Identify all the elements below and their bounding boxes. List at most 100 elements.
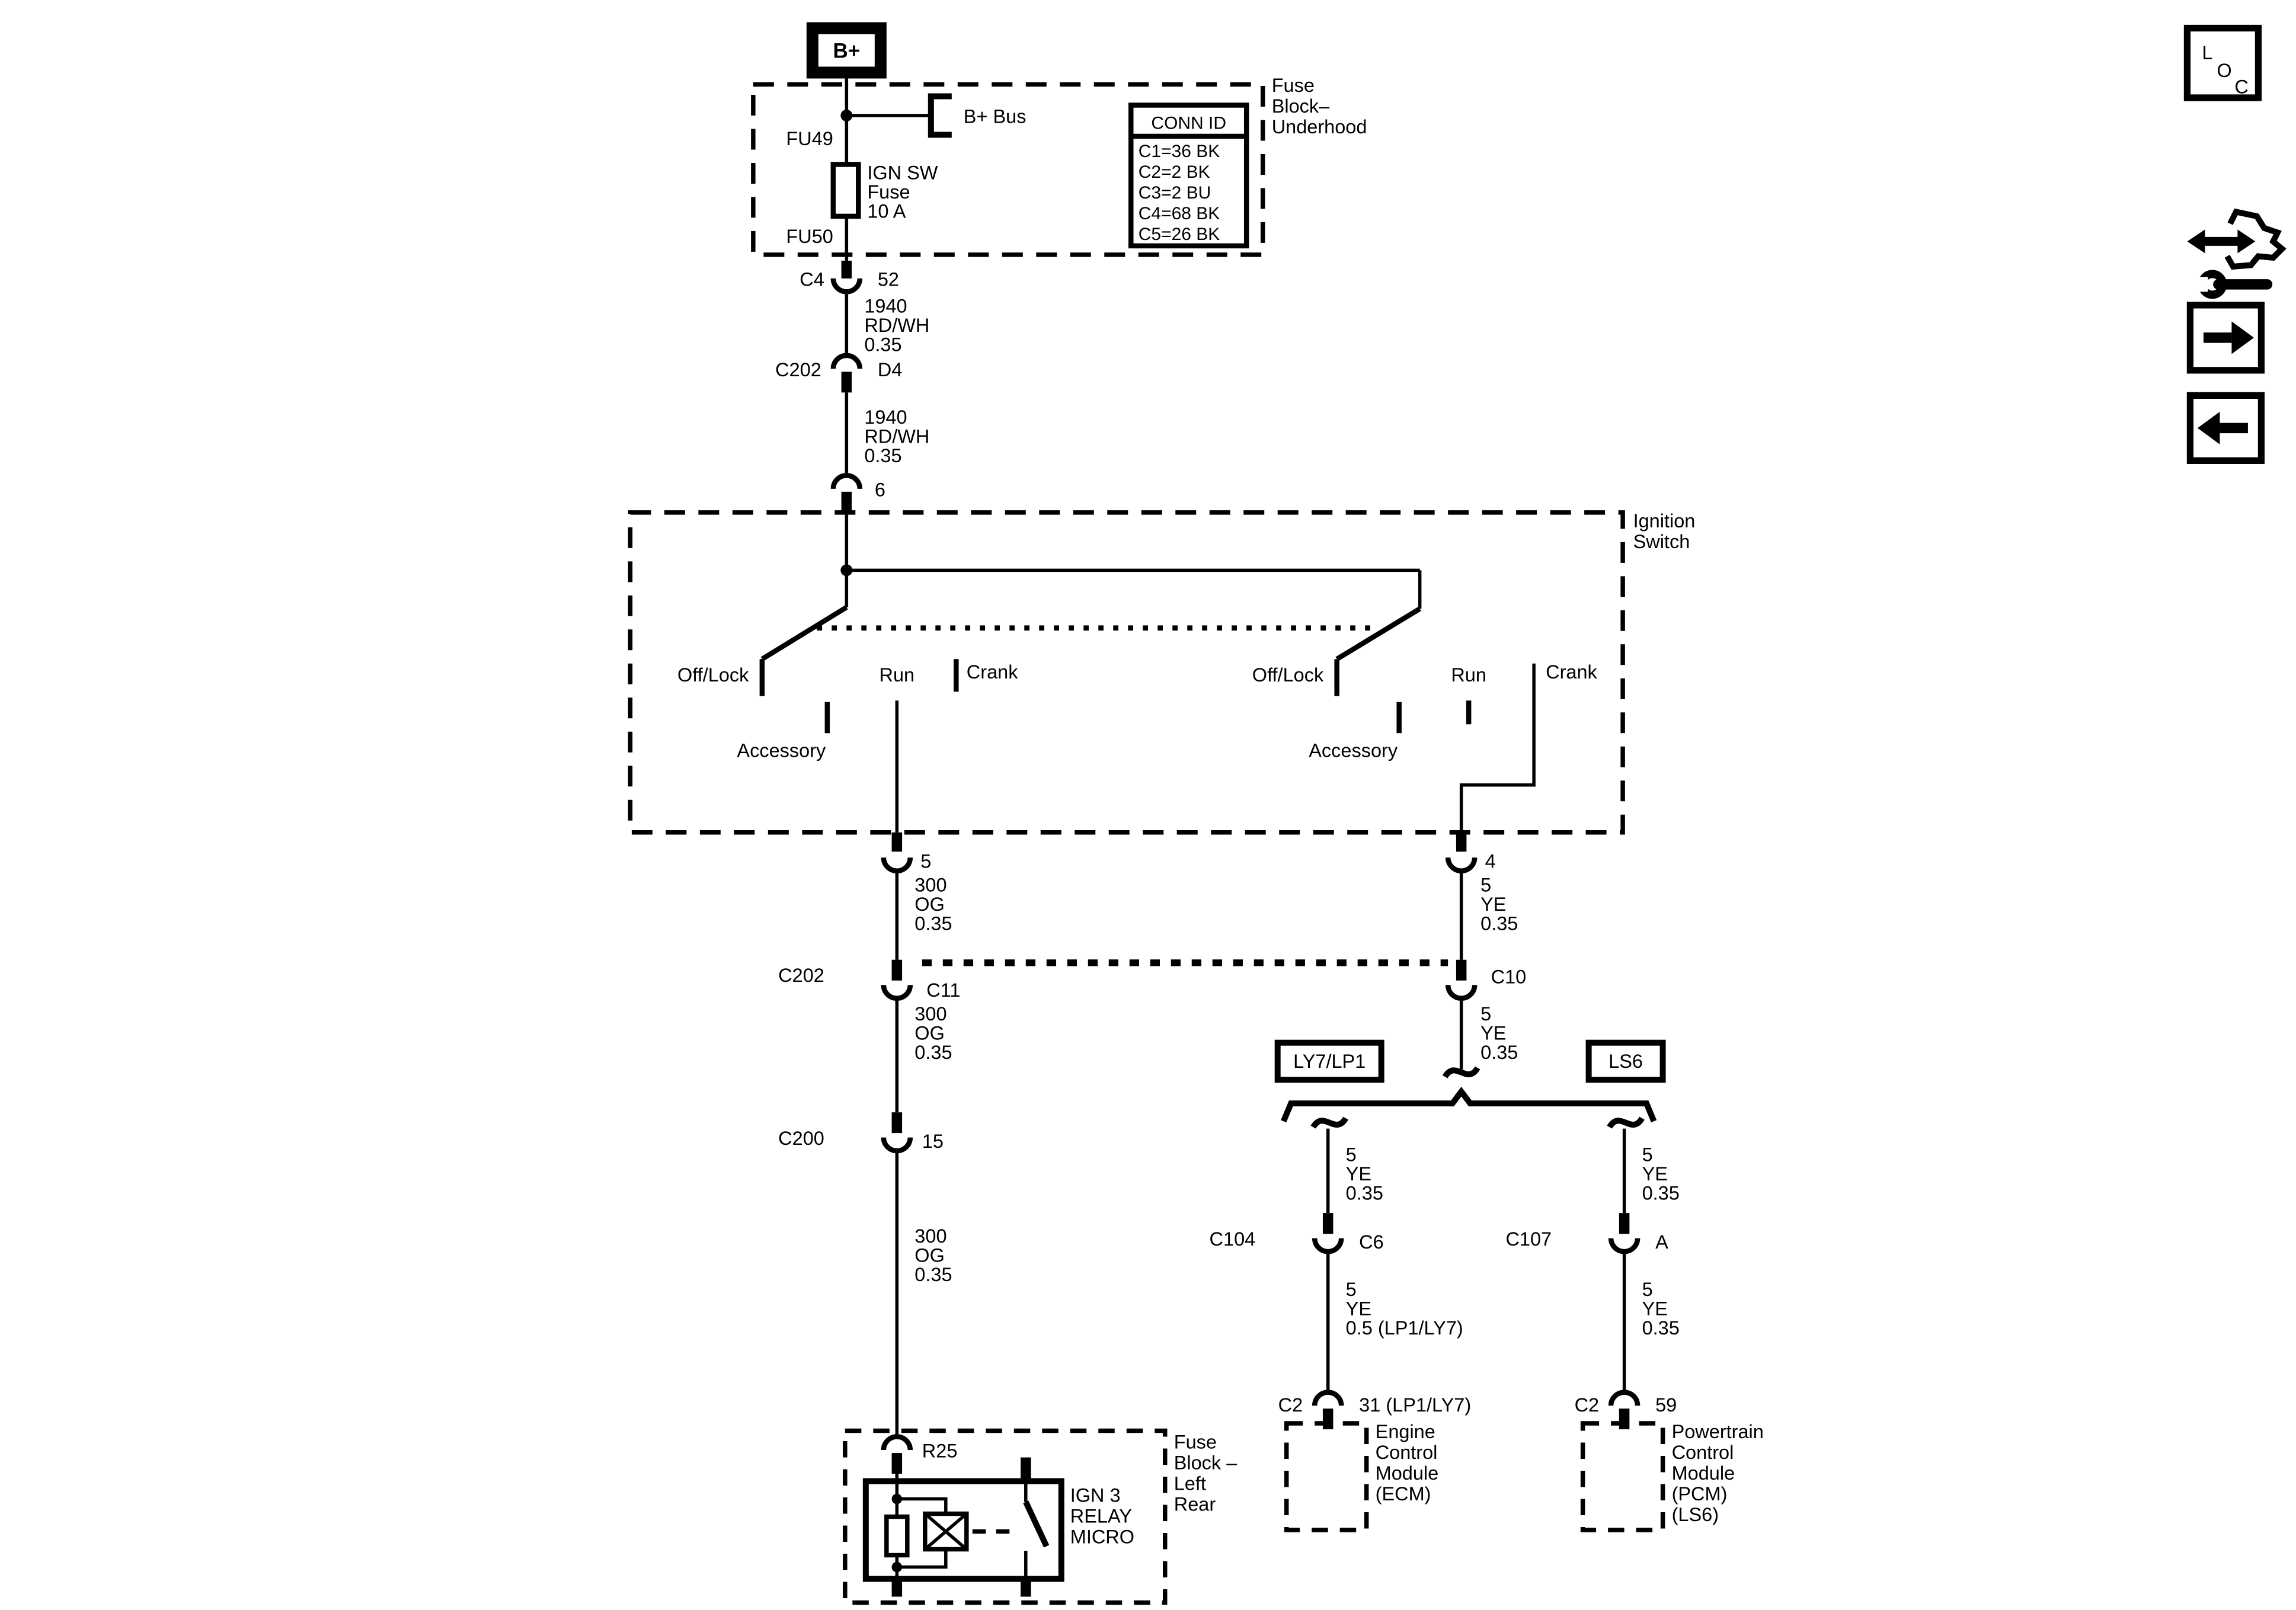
fuse-block-underhood-label-2: Block– bbox=[1272, 95, 1330, 117]
splice-squiggle-icon bbox=[1607, 1116, 1645, 1129]
wire-label: 5 bbox=[1346, 1279, 1357, 1300]
connector-pin bbox=[891, 959, 903, 981]
fu49-label: FU49 bbox=[786, 128, 833, 149]
connector-pin bbox=[1619, 1213, 1630, 1234]
conn-id-table: CONN ID C1=36 BK C2=2 BK C3=2 BU C4=68 B… bbox=[1128, 103, 1249, 249]
wire-label: RD/WH bbox=[864, 425, 929, 447]
accessory-label: Accessory bbox=[1309, 740, 1398, 761]
relay-name-2: RELAY bbox=[1070, 1506, 1132, 1527]
relay-coil-branch-return bbox=[897, 1549, 948, 1569]
wire-label: OG bbox=[914, 1245, 945, 1266]
wire-label: 0.35 bbox=[914, 1042, 952, 1063]
ignition-switch: Ignition Switch Off/Lock Accessory Run C… bbox=[628, 510, 1695, 835]
relay-contact-arm bbox=[1023, 1500, 1050, 1548]
wire-1940-rdwh-2: 1940 RD/WH 0.35 bbox=[845, 392, 929, 476]
fuse-name-1: IGN SW bbox=[867, 162, 938, 183]
powertrain-control-module: Powertrain Control Module (PCM) (LS6) bbox=[1580, 1421, 1764, 1532]
pin4-label: 4 bbox=[1485, 851, 1496, 872]
ly7-lp1-label: LY7/LP1 bbox=[1293, 1051, 1366, 1072]
repair-navigation-button[interactable] bbox=[2187, 208, 2287, 299]
loc-letter-o: O bbox=[2217, 60, 2231, 81]
wire-label: OG bbox=[914, 894, 945, 915]
run-label: Run bbox=[1451, 664, 1486, 686]
ecm-label-3: Module bbox=[1376, 1462, 1439, 1484]
wire-label: YE bbox=[1642, 1298, 1668, 1320]
wire-label: YE bbox=[1480, 1023, 1506, 1044]
c202-label: C202 bbox=[775, 359, 821, 380]
fuse-block-underhood-label-3: Underhood bbox=[1272, 116, 1367, 137]
conn-id-row: C4=68 BK bbox=[1139, 204, 1220, 223]
connector-c4: C4 52 bbox=[800, 260, 899, 295]
connector-c10: C10 bbox=[1445, 959, 1526, 1001]
a-pin-label: A bbox=[1655, 1231, 1668, 1253]
double-arrow-right-head bbox=[2237, 229, 2256, 254]
wire-5-ye-1: 5 YE 0.35 bbox=[1459, 870, 1518, 960]
c107-label: C107 bbox=[1505, 1228, 1552, 1250]
relay-coil-x2 bbox=[924, 1512, 968, 1551]
option-brace bbox=[1281, 1086, 1657, 1123]
connector-pin6: 6 bbox=[830, 473, 885, 514]
run-label: Run bbox=[880, 664, 915, 686]
r25-label: R25 bbox=[922, 1441, 958, 1462]
splice-squiggle-icon bbox=[1442, 1066, 1480, 1079]
wire-label: 300 bbox=[914, 1003, 946, 1025]
pcm-outline bbox=[1580, 1421, 1665, 1532]
battery-terminal: B+ bbox=[806, 22, 887, 116]
crank-label: Crank bbox=[967, 661, 1018, 683]
wire-label: 5 bbox=[1480, 1003, 1491, 1025]
connector-pin bbox=[891, 1112, 903, 1134]
b-plus-box bbox=[806, 22, 887, 79]
relay-name-3: MICRO bbox=[1070, 1526, 1134, 1548]
wire-label: RD/WH bbox=[864, 315, 929, 336]
relay-name-1: IGN 3 bbox=[1070, 1485, 1121, 1506]
b-plus-label: B+ bbox=[833, 39, 860, 62]
wire-label: OG bbox=[914, 1023, 945, 1044]
wire-label: 0.5 (LP1/LY7) bbox=[1346, 1317, 1463, 1339]
b-plus-bus-label: B+ Bus bbox=[964, 105, 1027, 127]
connector-pin bbox=[1322, 1213, 1334, 1234]
pin15-label: 15 bbox=[922, 1131, 944, 1152]
wire-1940-rdwh-1: 1940 RD/WH 0.35 bbox=[845, 292, 929, 356]
left-arrow-icon bbox=[2197, 411, 2220, 444]
fuse-block-left-rear-label-3: Left bbox=[1174, 1473, 1206, 1494]
connector-c104: C104 C6 bbox=[1210, 1213, 1384, 1254]
next-page-button[interactable] bbox=[2186, 302, 2265, 374]
splice-squiggle-icon bbox=[1310, 1116, 1349, 1129]
relay-resistor-icon bbox=[884, 1514, 910, 1558]
wire-label: 0.35 bbox=[1480, 913, 1518, 934]
wrench-jaw-gap bbox=[2194, 277, 2208, 292]
wire-label: YE bbox=[1480, 894, 1506, 915]
fuse-name-3: 10 A bbox=[867, 200, 906, 222]
fuse-block-left-rear-label-4: Rear bbox=[1174, 1494, 1216, 1515]
c2-label: C2 bbox=[1278, 1394, 1303, 1416]
fuse-block-underhood-label-1: Fuse bbox=[1272, 75, 1315, 96]
wire-label: 0.35 bbox=[864, 445, 901, 466]
contact-crank-wire bbox=[1459, 663, 1536, 833]
ecm-label-1: Engine bbox=[1376, 1421, 1435, 1442]
relay-coil-branch bbox=[897, 1497, 948, 1514]
pin6-label: 6 bbox=[875, 479, 885, 500]
engine-control-module: Engine Control Module (ECM) bbox=[1284, 1421, 1439, 1532]
d4-pin-label: D4 bbox=[878, 359, 903, 380]
pcm-label-4: (PCM) bbox=[1672, 1483, 1728, 1505]
wire-300-og-3: 300 OG 0.35 bbox=[895, 1151, 952, 1437]
b-plus-bus: B+ Bus bbox=[840, 93, 1027, 138]
c11-pin-label: C11 bbox=[926, 980, 960, 1001]
off-lock-label: Off/Lock bbox=[1252, 664, 1324, 686]
switch-wiper bbox=[1335, 606, 1421, 661]
loc-box[interactable] bbox=[2183, 24, 2262, 101]
previous-page-button[interactable] bbox=[2186, 392, 2265, 464]
wire-label: 1940 bbox=[864, 406, 907, 428]
wire-300-og-1: 300 OG 0.35 bbox=[895, 870, 952, 960]
connector-pin bbox=[891, 1453, 903, 1474]
wire-label: 0.35 bbox=[1642, 1183, 1680, 1204]
connector-pin bbox=[841, 491, 852, 514]
wire-label: 0.35 bbox=[914, 1264, 952, 1285]
wire-label: 0.35 bbox=[914, 913, 952, 934]
loc-button[interactable]: L O C bbox=[2183, 24, 2262, 101]
right-arrow-icon bbox=[2231, 321, 2254, 354]
relay-terminal-pin bbox=[1021, 1457, 1031, 1481]
ignition-switch-left-gang: Off/Lock Accessory Run Crank bbox=[677, 605, 1018, 833]
pcm-label-1: Powertrain bbox=[1672, 1421, 1764, 1442]
